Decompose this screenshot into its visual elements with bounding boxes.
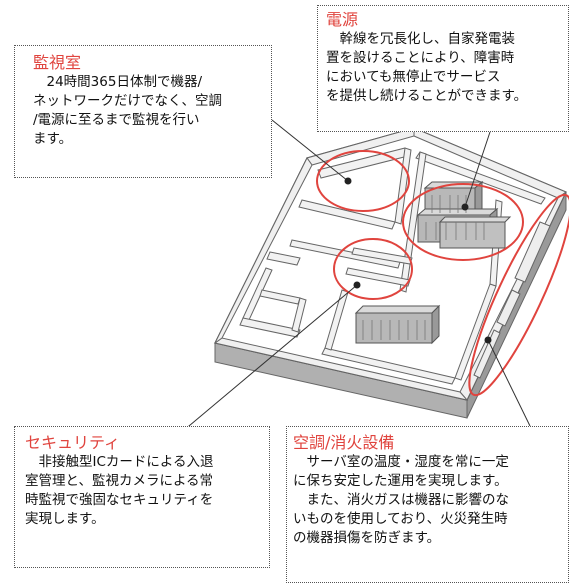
- monitoring-room-line: ます。: [33, 131, 73, 147]
- power-title: 電源: [326, 10, 359, 29]
- hvac-fire-line: また、消火ガスは機器に影響のな: [293, 492, 509, 508]
- wall-small-room-right: [291, 297, 307, 333]
- leader-security: [182, 284, 358, 432]
- security-line: 時監視で強固なセキュリティを: [25, 492, 214, 508]
- monitoring-room-line: /電源に至るまで監視を行い: [33, 112, 200, 128]
- hvac-fire-line: の機器損傷を防ぎます。: [293, 530, 441, 546]
- leader-power: [464, 131, 491, 208]
- monitoring-room-description: 24時間365日体制で機器/ ネットワークだけでなく、空調 /電源に至るまで監視…: [33, 73, 261, 149]
- wall-security-room-bottom: [239, 317, 301, 338]
- power-line: 幹線を冗長化し、自家発電装: [326, 31, 515, 47]
- highlight-monitoring-room: [316, 150, 410, 212]
- leader-hvac: [487, 339, 531, 427]
- monitoring-room-line: ネットワークだけでなく、空調: [33, 93, 222, 109]
- monitoring-room-title: 監視室: [33, 53, 82, 72]
- server-rack-row-2-top: [416, 208, 499, 216]
- security-callout: セキュリティ 非接触型ICカードによる入退 室管理と、監視カメラによる常 時監視…: [14, 426, 270, 568]
- leader-monitoring: [271, 119, 349, 182]
- monitoring-room-line: 24時間365日体制で機器/: [33, 74, 202, 90]
- marker-hvac: [484, 336, 492, 344]
- wall-corridor-cell-1: [351, 247, 413, 265]
- rack-door-lines-lower: [362, 320, 426, 340]
- marker-power: [461, 203, 469, 211]
- server-rack-row-3-top: [438, 216, 512, 223]
- wall-corridor-cell-2: [345, 267, 411, 287]
- highlight-power-room: [402, 183, 524, 261]
- marker-security: [353, 281, 361, 289]
- wall-monitor-room-bottom: [298, 199, 396, 230]
- security-line: 実現します。: [25, 511, 105, 527]
- hvac-fire-line: に保ち安定した運用を実現します。: [293, 473, 508, 489]
- power-line: を提供し続けることができます。: [326, 88, 528, 104]
- hvac-unit-2: [496, 289, 521, 327]
- highlight-security-room: [333, 238, 413, 300]
- marker-monitoring: [344, 177, 352, 185]
- hvac-unit-3: [473, 329, 501, 379]
- server-rack-lower: [355, 312, 433, 344]
- wall-security-room-top: [266, 251, 301, 266]
- outer-wall-left: [214, 157, 313, 344]
- wall-lower-server-room: [321, 347, 456, 385]
- hvac-fire-description: サーバ室の温度・湿度を常に一定 に保ち安定した運用を実現します。 また、消火ガス…: [293, 453, 564, 548]
- security-description: 非接触型ICカードによる入退 室管理と、監視カメラによる常 時監視で強固なセキュ…: [25, 453, 261, 529]
- server-rack-lower-side: [431, 304, 440, 345]
- security-line: 室管理と、監視カメラによる常: [25, 473, 214, 489]
- power-line: 置を設けることにより、障害時: [326, 50, 515, 66]
- hvac-fire-title: 空調/消火設備: [293, 433, 395, 452]
- server-rack-lower-top: [354, 305, 441, 314]
- hvac-fire-line: サーバ室の温度・湿度を常に一定: [293, 454, 509, 470]
- hvac-fire-line: いものを使用しており、火災発生時: [293, 511, 508, 527]
- highlight-hvac-corridor: [468, 193, 569, 397]
- monitoring-room-callout: 監視室 24時間365日体制で機器/ ネットワークだけでなく、空調 /電源に至る…: [14, 45, 272, 178]
- hvac-fire-callout: 空調/消火設備 サーバ室の温度・湿度を常に一定 に保ち安定した運用を実現します。…: [286, 426, 569, 583]
- wall-server-room-divider: [415, 151, 546, 205]
- power-callout: 電源 幹線を冗長化し、自家発電装 置を設けることにより、障害時 においても無停止…: [317, 5, 569, 132]
- security-line: 非接触型ICカードによる入退: [25, 454, 214, 470]
- security-title: セキュリティ: [25, 433, 121, 452]
- server-rack-row-3: [439, 221, 506, 249]
- wall-monitor-room-right: [394, 147, 412, 225]
- power-description: 幹線を冗長化し、自家発電装 置を設けることにより、障害時 においても無停止でサー…: [326, 30, 562, 106]
- hvac-unit-1: [514, 221, 551, 283]
- power-line: においても無停止でサービス: [326, 69, 501, 85]
